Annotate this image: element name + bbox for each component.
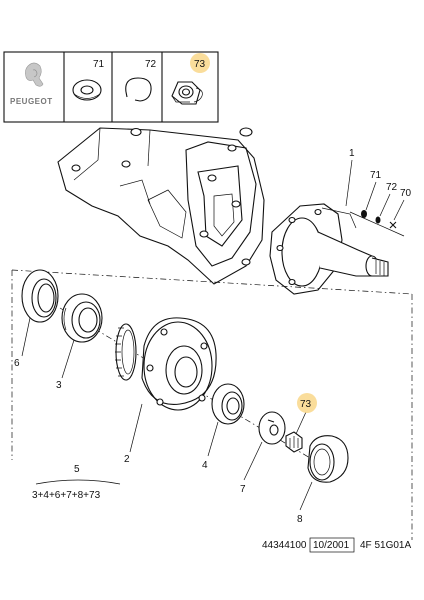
callout-3: 3 [56, 380, 62, 391]
callout-labels: 1 71 72 70 6 3 2 4 73 7 8 [14, 148, 412, 525]
footer-ref-number: 44344100 [262, 540, 307, 551]
header-part-72[interactable]: 72 [125, 59, 157, 102]
seal-part-6[interactable] [21, 269, 59, 323]
axle-bracket [57, 127, 265, 285]
bolt-70-shape [389, 221, 397, 229]
callout-8: 8 [297, 514, 303, 525]
nut-part-73[interactable] [285, 431, 303, 453]
assembly-axis [11, 269, 413, 540]
washer-part-7[interactable] [258, 411, 286, 445]
header-label-73: 73 [194, 59, 206, 70]
hub-part-2[interactable] [141, 317, 217, 411]
abs-tone-ring [115, 323, 137, 381]
stub-axle-part-1[interactable] [269, 203, 389, 295]
footer-date-box [309, 537, 355, 553]
kit-formula-text: 3+4+6+7+8+73 [32, 490, 101, 501]
highlight-circle [190, 53, 210, 73]
callout-4: 4 [202, 460, 208, 471]
highlight-circle-73 [297, 393, 317, 413]
callout-7: 7 [240, 484, 246, 495]
footer: 44344100 10/2001 4F 51G01A [262, 537, 411, 553]
peugeot-logo: PEUGEOT [10, 62, 53, 106]
bearing-part-4[interactable] [211, 383, 245, 425]
hub-bolt-set [349, 210, 405, 237]
header-label-72: 72 [145, 59, 157, 70]
clip-72-shape [375, 216, 381, 224]
callout-70: 70 [400, 188, 412, 199]
cap-part-8[interactable] [307, 435, 349, 483]
callout-5: 5 [74, 464, 80, 475]
footer-code: 4F 51G01A [360, 540, 411, 551]
callout-leaders [21, 159, 405, 511]
footer-date: 10/2001 [313, 540, 350, 551]
callout-2: 2 [124, 454, 130, 465]
callout-72: 72 [386, 182, 398, 193]
header-part-71[interactable]: 71 [72, 59, 105, 101]
callout-73: 73 [300, 399, 312, 410]
callout-1: 1 [349, 148, 355, 159]
header-part-73[interactable]: 73 [171, 53, 210, 105]
callout-6: 6 [14, 358, 20, 369]
header-label-71: 71 [93, 59, 105, 70]
washer-71-shape [361, 210, 367, 218]
callout-71: 71 [370, 170, 382, 181]
brand-logo-text: PEUGEOT [10, 97, 53, 106]
bearing-part-3[interactable] [61, 293, 103, 343]
kit-formula: 5 3+4+6+7+8+73 [32, 464, 121, 501]
header-parts-box: PEUGEOT 71 72 73 [3, 51, 219, 123]
